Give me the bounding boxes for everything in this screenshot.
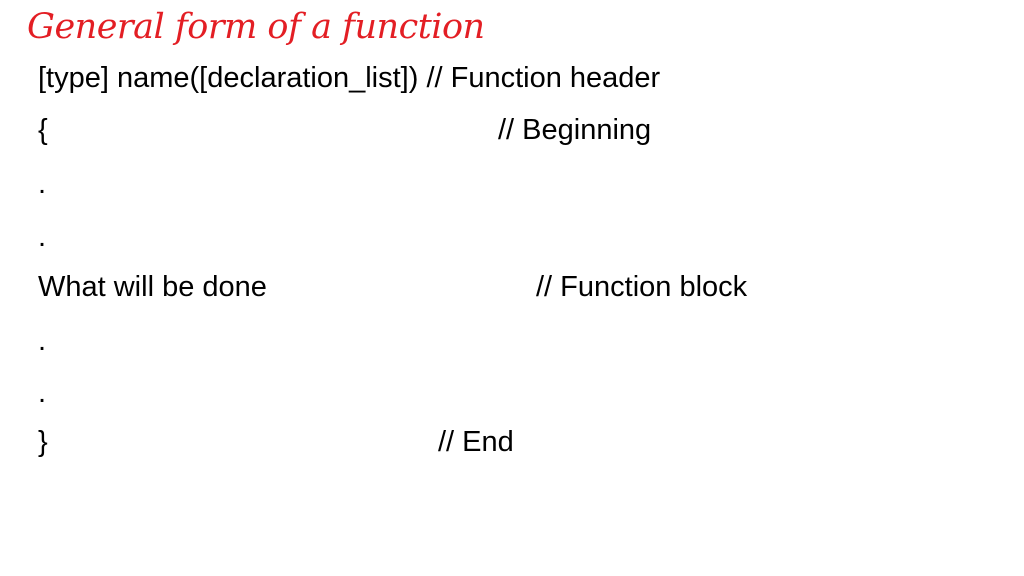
line-comment: // Function block bbox=[536, 271, 748, 303]
line-code: { bbox=[38, 114, 48, 146]
slide-title: General form of a function bbox=[27, 7, 485, 47]
line-comment: // End bbox=[438, 426, 514, 458]
line-comment: // Beginning bbox=[498, 114, 652, 146]
line-code: What will be done bbox=[38, 271, 267, 303]
line-code: . bbox=[38, 377, 47, 409]
line-code: . bbox=[38, 168, 47, 200]
line-code: . bbox=[38, 325, 47, 357]
line-code: } bbox=[38, 426, 48, 458]
line-code: . bbox=[38, 221, 47, 253]
line-code: [type] name([declaration_list]) // Funct… bbox=[38, 62, 661, 94]
